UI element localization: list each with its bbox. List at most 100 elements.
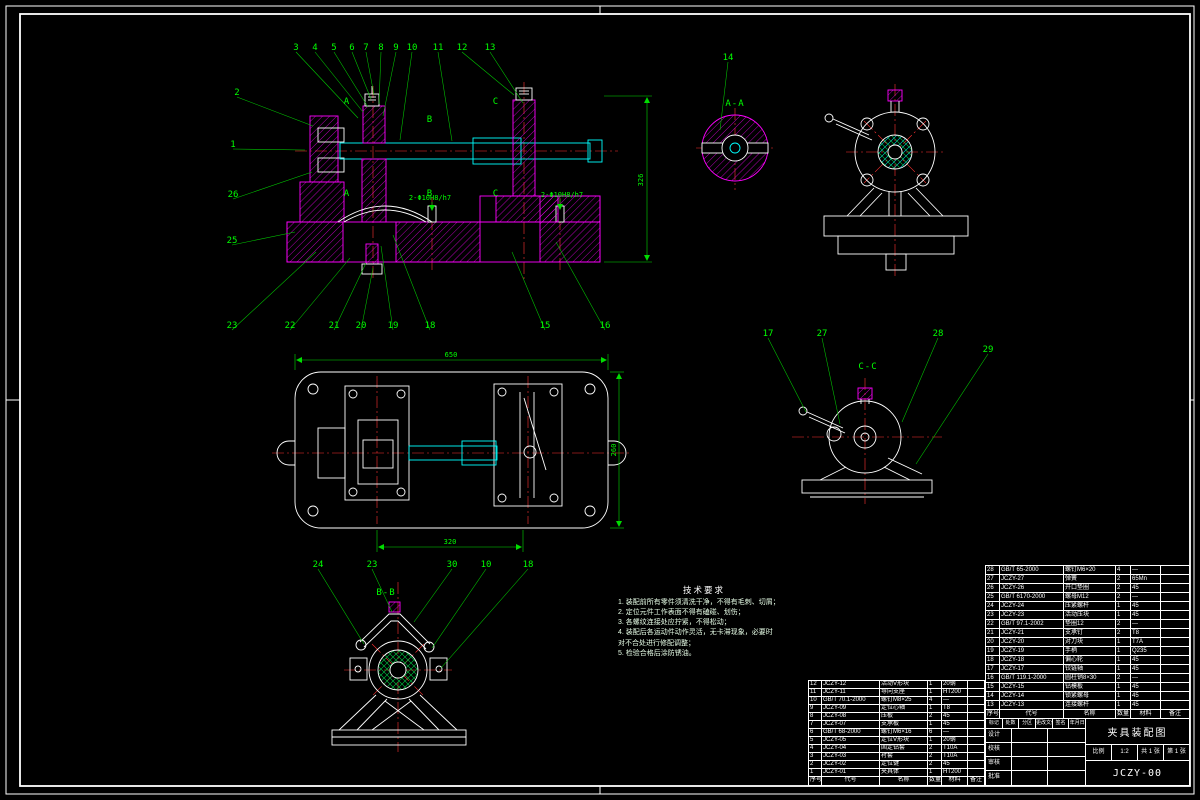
bom-cell (1161, 701, 1189, 709)
bom-cell: 45 (1131, 701, 1161, 709)
role-label: 设计 (986, 729, 1012, 742)
bom-cell: 4 (809, 745, 822, 752)
bom-cell (1161, 629, 1189, 637)
revision-row: 标记处数分区更改文件号签名年月日 (986, 719, 1085, 729)
bom-cell: — (1131, 593, 1161, 601)
leader-line (380, 245, 394, 331)
leader-line (232, 171, 313, 200)
bom-cell: JCZY-04 (822, 745, 880, 752)
bom-cell: 连接螺杆 (1064, 701, 1116, 709)
bom-cell: 45 (1131, 683, 1161, 691)
bom-cell: 代号 (822, 777, 880, 785)
bom-cell: 9 (809, 705, 822, 712)
bom-cell (968, 753, 984, 760)
balloon-number: 21 (329, 321, 340, 331)
section-label-aa: A-A (725, 99, 744, 109)
balloon-number: 24 (313, 560, 324, 570)
bom-cell: 1 (1116, 602, 1131, 610)
leader-line (821, 337, 841, 425)
leader-line (392, 234, 431, 331)
bom-cell: 支承板 (880, 721, 928, 728)
bom-cell (1161, 638, 1189, 646)
bom-cell: 45 (1131, 611, 1161, 619)
bom-cell (968, 697, 984, 704)
balloon-number: 28 (933, 329, 944, 339)
bom-cell (968, 737, 984, 744)
bom-cell: 27 (986, 575, 1000, 583)
balloon-number: 14 (723, 53, 734, 63)
leader-line (382, 51, 397, 117)
bom-cell: 备注 (1168, 711, 1181, 717)
bom-cell: JCZY-08 (822, 713, 880, 720)
notes-title: 技术要求 (682, 585, 725, 595)
notes-body: 1. 装配前所有零件须清洗干净，不得有毛刺、切屑；2. 定位元件工作表面不得有磕… (618, 598, 790, 659)
bom-cell: 2 (1116, 575, 1131, 583)
bom-cell: T7A (1131, 638, 1161, 646)
bom-cell: 铰链轴 (1064, 665, 1116, 673)
leader-line (333, 51, 369, 108)
bom-cell: 2 (809, 761, 822, 768)
role-row: 校核 (986, 743, 1085, 757)
bom-cell (1161, 584, 1189, 592)
revision-cell: 更改文件号 (1036, 719, 1053, 728)
bom-cell: JCZY-23 (1000, 611, 1064, 619)
balloon-number: 30 (447, 560, 458, 570)
balloon-number: 18 (523, 560, 534, 570)
bom-cell: 2 (928, 713, 942, 720)
dim-width: 650 (445, 351, 458, 359)
bom-cell: 21 (986, 629, 1000, 637)
leader-line (489, 51, 524, 104)
balloon-number: 23 (227, 321, 238, 331)
bom-cell: 45 (1131, 665, 1161, 673)
bom-cell: 7 (809, 721, 822, 728)
bom-cell: JCZY-03 (822, 753, 880, 760)
bom-cell: 11 (809, 689, 822, 696)
bom-cell: 2 (928, 761, 942, 768)
bom-cell: GB/T 119.1-2000 (1000, 674, 1064, 682)
bom-cell: JCZY-15 (1000, 683, 1064, 691)
bom-cell: 垫圈12 (1064, 620, 1116, 628)
bom-cell (1161, 593, 1189, 601)
bom-cell: 1 (1116, 692, 1131, 700)
bom-cell: 备注 (969, 777, 982, 783)
bom-cell (968, 745, 984, 752)
bom-cell (1161, 647, 1189, 655)
revision-cell: 标记 (986, 719, 1003, 728)
leader-line (378, 51, 382, 105)
leader-line (231, 251, 317, 331)
signature-cell (1048, 729, 1085, 742)
bom-cell: 夹具体 (880, 769, 928, 776)
balloon-number: 8 (378, 43, 383, 53)
bom-cell (968, 761, 984, 768)
bom-cell: JCZY-02 (822, 761, 880, 768)
bom-cell: 45 (1131, 656, 1161, 664)
note-line: 1. 装配前所有零件须清洗干净，不得有毛刺、切屑； (618, 599, 780, 606)
bom-cell: 1 (809, 769, 822, 776)
role-rows: 设计校核审核批准 (986, 729, 1085, 785)
view-front: A B C A B C 326 2-Φ10H8/h7 2-Φ10H8/h7 (286, 82, 652, 280)
bom-cell: 偏心轮 (1064, 656, 1116, 664)
bom-cell: 螺母M12 (1064, 593, 1116, 601)
balloon-number: 7 (363, 43, 368, 53)
bom-cell (1161, 692, 1189, 700)
bom-cell: 1 (1116, 611, 1131, 619)
bom-cell: 压板 (880, 713, 928, 720)
bom-cell: 材料 (942, 777, 968, 785)
bom-cell: JCZY-11 (822, 689, 880, 696)
bom-cell: 材料 (1131, 710, 1161, 719)
bom-cell: GB/T 6170-2000 (1000, 593, 1064, 601)
bom-cell: JCZY-01 (822, 769, 880, 776)
leader-line (915, 353, 989, 465)
leader-line (236, 96, 314, 127)
leader-line (351, 51, 372, 100)
balloon-number: 12 (457, 43, 468, 53)
cut-label-a-bot: A (344, 189, 350, 199)
leader-line (317, 568, 365, 645)
